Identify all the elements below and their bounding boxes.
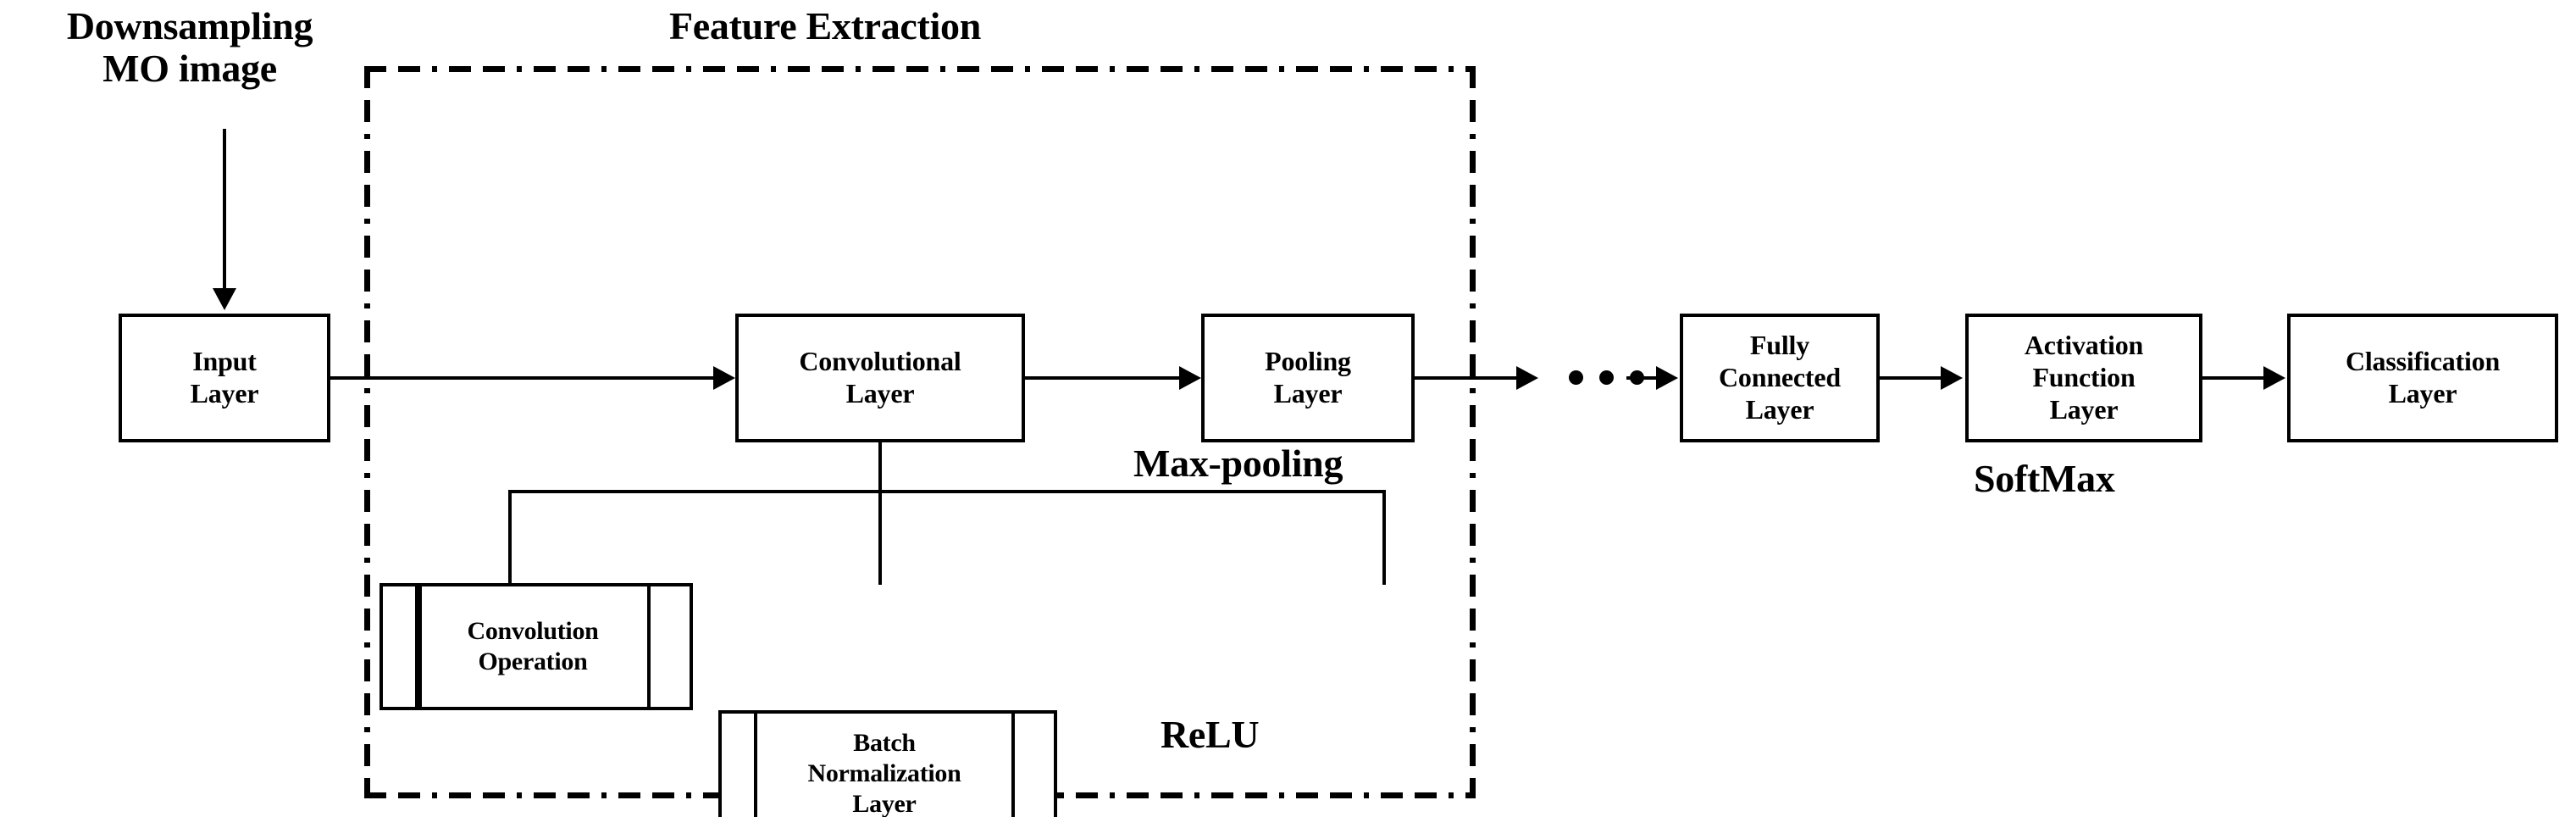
substack-bracket-bar — [508, 490, 1386, 493]
stack-batch-normalization-layer[interactable]: Batch Normalization Layer — [718, 710, 1057, 817]
block-fully-connected-layer-label: Fully Connected Layer — [1719, 330, 1841, 425]
block-input-layer[interactable]: Input Layer — [119, 314, 330, 442]
connector-input-to-conv-arrow — [713, 366, 735, 390]
block-classification-layer[interactable]: Classification Layer — [2287, 314, 2558, 442]
connector-fc-to-activation — [1880, 376, 1941, 380]
block-pooling-layer[interactable]: Pooling Layer — [1201, 314, 1415, 442]
downsampling-arrow-head — [213, 288, 236, 310]
connector-pooling-to-ellipsis — [1415, 376, 1516, 380]
connector-ellipsis-to-fc — [1626, 376, 1659, 380]
frame-edge-left — [364, 66, 370, 798]
block-fully-connected-layer[interactable]: Fully Connected Layer — [1680, 314, 1880, 442]
connector-activation-to-classification-arrow — [2263, 366, 2285, 390]
caption-feature-extraction: Feature Extraction — [669, 4, 982, 47]
block-activation-function-layer-label: Activation Function Layer — [2024, 330, 2144, 425]
caption-downsampling-mo-image: Downsampling MO image — [66, 4, 313, 90]
frame-edge-top — [364, 66, 1476, 72]
substack-drop-convolution-operation — [508, 490, 512, 585]
connector-input-to-conv — [330, 376, 713, 380]
block-input-layer-label: Input Layer — [190, 346, 259, 408]
connector-conv-to-pooling-arrow — [1179, 366, 1201, 390]
caption-softmax: SoftMax — [1974, 457, 2115, 500]
downsampling-arrow-shaft — [223, 129, 226, 290]
ellipsis-dot-1 — [1569, 370, 1583, 385]
ellipsis-dot-2 — [1599, 370, 1614, 385]
caption-relu: ReLU — [1161, 713, 1260, 756]
stack-core-convolution-operation: Convolution Operation — [415, 583, 651, 710]
substack-bracket-stem — [878, 442, 882, 493]
frame-edge-right — [1470, 66, 1476, 798]
stack-label-convolution-operation: Convolution Operation — [467, 617, 599, 675]
block-pooling-layer-label: Pooling Layer — [1265, 346, 1351, 408]
block-convolutional-layer-label: Convolutional Layer — [799, 346, 961, 408]
caption-max-pooling: Max-pooling — [1133, 442, 1343, 485]
stack-convolution-operation[interactable]: Convolution Operation — [379, 583, 693, 710]
block-activation-function-layer[interactable]: Activation Function Layer — [1965, 314, 2202, 442]
stack-label-batch-normalization-layer: Batch Normalization Layer — [807, 729, 961, 817]
block-convolutional-layer[interactable]: Convolutional Layer — [735, 314, 1025, 442]
connector-activation-to-classification — [2202, 376, 2263, 380]
block-classification-layer-label: Classification Layer — [2345, 346, 2501, 408]
connector-fc-to-activation-arrow — [1941, 366, 1963, 390]
stack-core-batch-normalization-layer: Batch Normalization Layer — [754, 710, 1015, 817]
substack-drop-activation-function — [1382, 490, 1386, 585]
substack-drop-batch-normalization — [878, 490, 882, 585]
connector-pooling-to-ellipsis-arrow — [1516, 366, 1538, 390]
connector-ellipsis-to-fc-arrow — [1656, 366, 1678, 390]
connector-conv-to-pooling — [1025, 376, 1179, 380]
